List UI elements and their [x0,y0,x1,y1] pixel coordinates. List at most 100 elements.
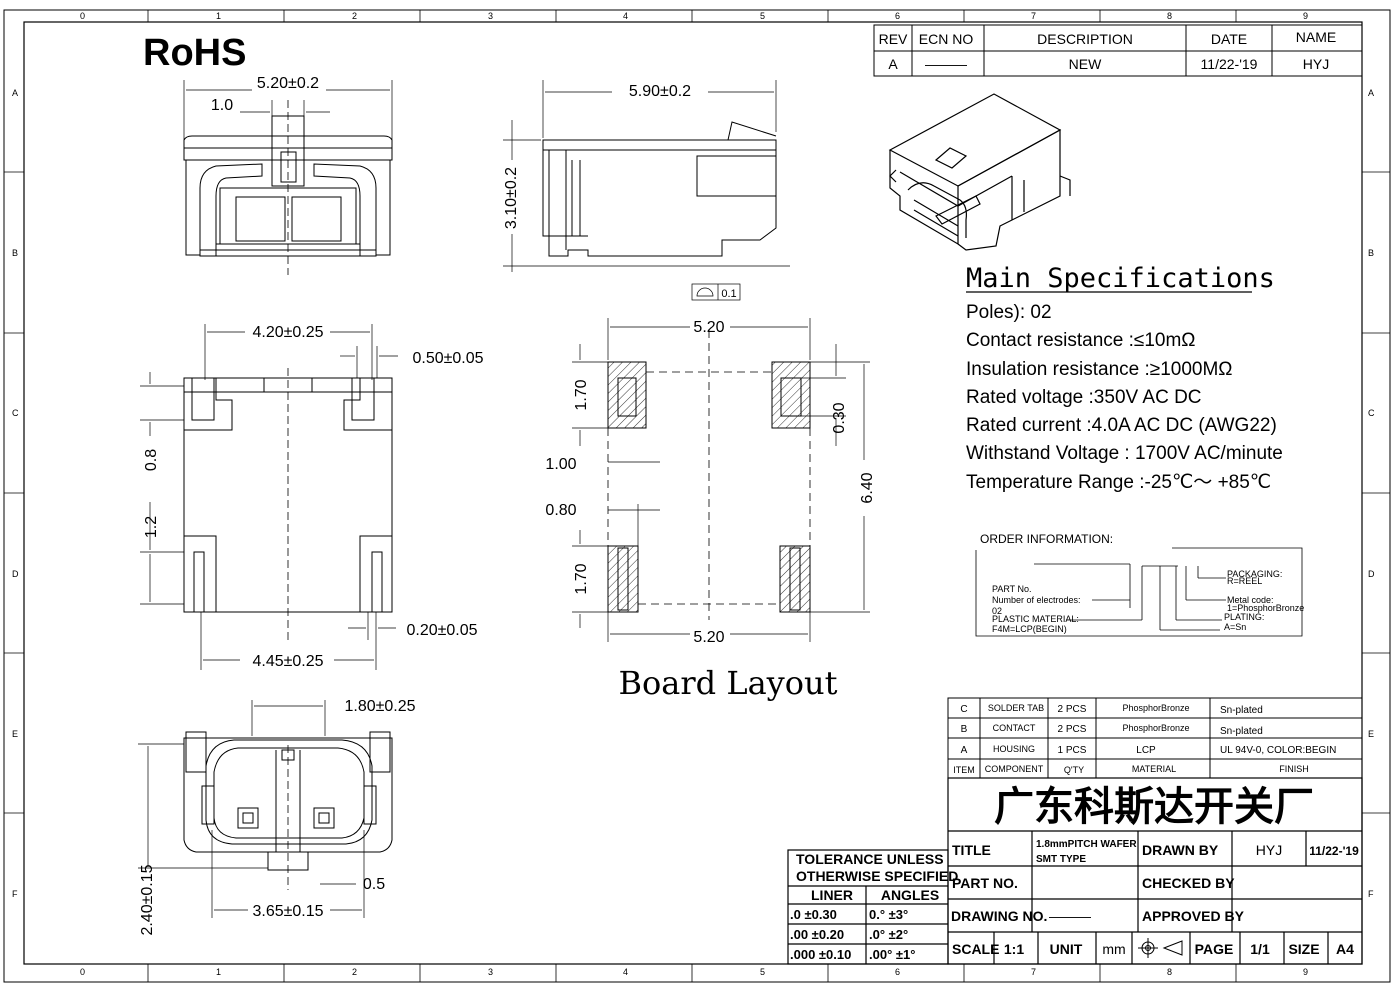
spec-poles: Poles): 02 [966,302,1052,323]
zone-col: 2 [352,967,357,977]
board-layout-title: Board Layout [619,664,838,702]
spec-rated-current: Rated current :4.0A AC DC (AWG22) [966,415,1277,436]
tolerance-angle-3: .00° ±1° [869,947,915,962]
order-part-no: PART No. [992,584,1032,594]
zone-col: 9 [1303,967,1308,977]
order-packaging: PACKAGING: [1227,569,1282,579]
bom-item-a: A [961,745,968,756]
order-electrodes-value: 02 [992,606,1002,616]
zone-col: 6 [895,967,900,977]
zone-row: E [12,729,18,739]
bom-qty-c: 2 PCS [1058,704,1087,715]
date-header: DATE [1211,31,1247,47]
tolerance-liner-3: .000 ±0.10 [790,947,851,962]
drawing-no-label: DRAWING NO. [951,908,1047,924]
bom-table [947,697,1363,779]
board-total-height-dim: 6.40 [859,472,876,503]
board-pad-br-slot-hatch [789,547,801,611]
side-view [542,121,777,257]
name-value: HYJ [1303,56,1329,72]
bom-header-item: ITEM [953,765,975,775]
rev-value: A [888,56,898,72]
name-header: NAME [1296,29,1336,45]
zone-row: C [12,408,19,418]
bom-finish-b: Sn-plated [1220,726,1263,737]
scale-value: 1:1 [1004,941,1024,957]
part-no-label: PART NO. [952,875,1018,891]
zone-col: 4 [623,11,628,21]
order-title: ORDER INFORMATION: [980,532,1113,546]
order-plating-value: A=Sn [1224,622,1246,632]
spec-temperature: Temperature Range :-25℃～ +85℃ [966,472,1271,493]
tolerance-title-2: OTHERWISE SPECIFIED [796,868,958,884]
company-name: 广东科斯达开关厂 [994,785,1314,829]
description-header: DESCRIPTION [1037,31,1133,47]
rohs-mark: RoHS [143,32,246,74]
front-tab-dim: 1.0 [211,97,233,114]
zone-col: 8 [1167,11,1172,21]
front-width-dim: 5.20±0.2 [257,75,319,92]
title-value-2: SMT TYPE [1036,854,1086,865]
order-plastic-value: F4M=LCP(BEGIN) [992,624,1067,634]
pitch-a-dim: 0.8 [143,449,160,471]
front-lower-dims [138,700,365,918]
projection-icon [1138,938,1183,958]
zone-row: A [1368,88,1374,98]
bom-material-a: LCP [1136,745,1156,756]
board-pad-bottom-height-dim: 1.70 [573,563,590,594]
zone-columns: 0 1 2 3 4 5 6 7 8 9 0 1 2 3 4 5 6 7 8 9 [4,10,1390,982]
unit-value: mm [1102,941,1125,957]
board-pad-tl-slot-hatch [617,377,637,417]
bom-header-material: MATERIAL [1132,764,1176,774]
board-gap-dim: 1.00 [545,456,576,473]
bottom-top-width-dim: 4.20±0.25 [252,324,323,341]
side-width-dim: 5.90±0.2 [629,83,691,100]
board-bottom-width-dim: 5.20 [693,629,724,646]
zone-row: E [1368,729,1374,739]
zone-col: 1 [216,967,221,977]
bottom-view-dims [140,324,398,670]
zone-col: 3 [488,11,493,21]
zone-col: 6 [895,11,900,21]
date-value: 11/22-'19 [1201,56,1258,72]
bottom-width-dim: 4.45±0.25 [252,653,323,670]
outer-border [3,9,1391,983]
bom-qty-b: 2 PCS [1058,724,1087,735]
board-slot-dim: 0.30 [831,402,848,433]
side-view-dims [503,80,790,301]
scale-label: SCALE [952,941,999,957]
zone-col: 5 [760,11,765,21]
zone-row: A [12,88,18,98]
order-plating: PLATING: [1224,612,1264,622]
board-pad-bl-slot-hatch [617,547,629,611]
zone-row: B [12,248,18,258]
bom-header-component: COMPONENT [985,764,1044,774]
bom-item-b: B [961,724,968,735]
drawing-no-value: ——— [1049,908,1091,924]
front-lower-pitch-dim: 3.65±0.15 [252,903,323,920]
zone-row: F [1368,889,1374,899]
bom-item-c: C [960,704,967,715]
board-layout-dashes [607,330,811,620]
order-metal: Metal code: [1227,595,1274,605]
board-pad-tr-slot-hatch [780,377,802,417]
drawn-by-name: HYJ [1256,842,1282,858]
isometric-view [888,93,1071,251]
description-value: NEW [1069,56,1102,72]
tolerance-liner-2: .00 ±0.20 [790,927,844,942]
ecn-value: ——— [925,56,967,72]
zone-col: 1 [216,11,221,21]
zone-row: D [12,569,19,579]
bom-header-qty: Q'TY [1064,765,1084,775]
bom-material-c: PhosphorBronze [1122,703,1189,713]
order-packaging-value: R=REEL [1227,576,1262,586]
spec-rated-voltage: Rated voltage :350V AC DC [966,387,1202,408]
page-label: PAGE [1195,941,1234,957]
spec-contact-resistance: Contact resistance :≤10mΩ [966,330,1196,351]
bom-header-finish: FINISH [1279,764,1309,774]
zone-col: 3 [488,967,493,977]
front-lower-height-dim: 2.40±0.15 [139,864,156,935]
page-value: 1/1 [1250,941,1270,957]
bom-component-b: CONTACT [993,723,1036,733]
title-label: TITLE [952,842,991,858]
